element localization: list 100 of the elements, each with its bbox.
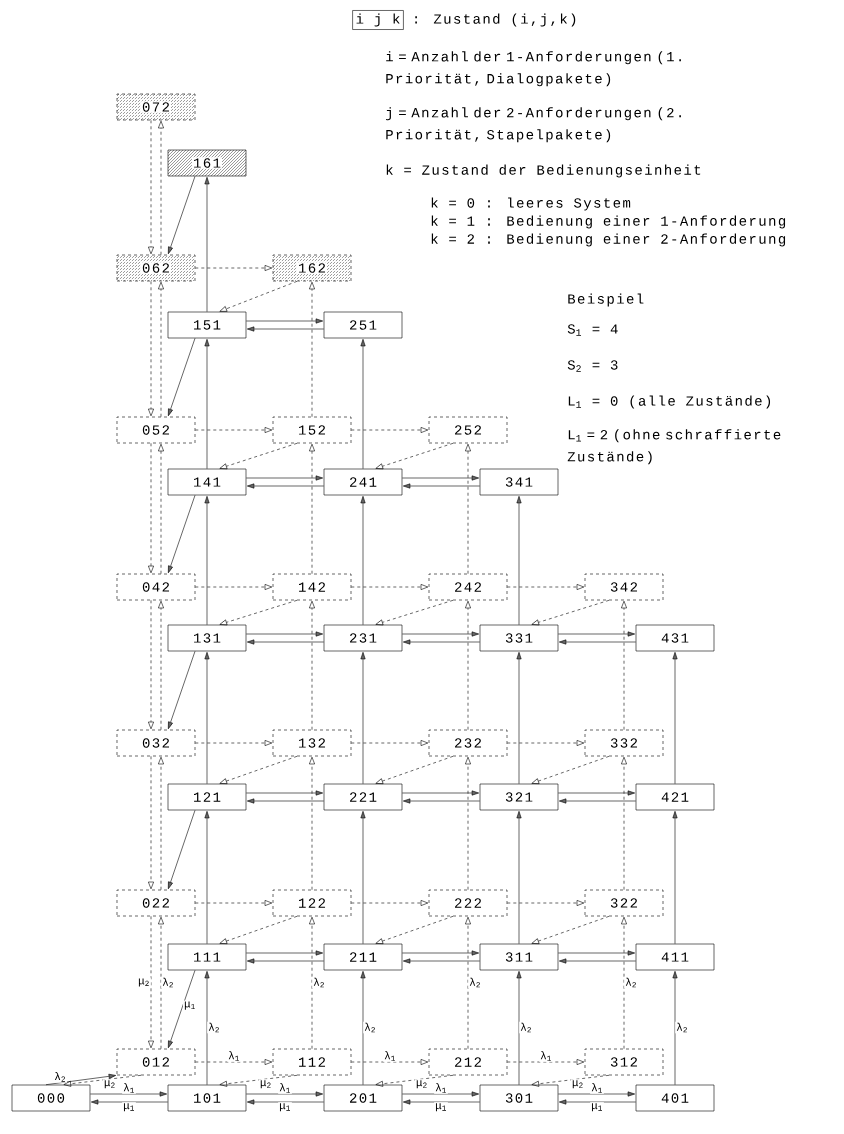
state-box: 421	[635, 783, 715, 811]
dashed-arrow	[158, 600, 164, 730]
definition-text: k = Zustand der Bedienungseinheit	[386, 164, 701, 178]
dashed-arrow	[219, 443, 298, 470]
dashed-arrow	[219, 1075, 298, 1087]
dashed-arrow	[531, 916, 610, 944]
arrow	[246, 318, 323, 324]
arrow	[247, 1099, 324, 1105]
dashed-arrow	[465, 600, 471, 730]
edge-label: λ$_{2}$	[363, 1021, 377, 1034]
dashed-state-box: 122	[272, 889, 352, 917]
dashed-arrow	[465, 443, 471, 574]
arrow	[246, 950, 323, 956]
dashed-state-box: 242	[428, 573, 508, 601]
dashed-arrow	[507, 900, 585, 906]
dashed-arrow	[309, 443, 315, 574]
dashed-arrow	[507, 740, 585, 746]
arrow	[168, 810, 196, 890]
dashed-state-box: 222	[428, 889, 508, 917]
dashed-arrow	[351, 900, 429, 906]
state-box: 311	[479, 943, 559, 971]
dashed-arrow	[375, 916, 454, 944]
arrow	[559, 1099, 636, 1105]
arrow	[558, 631, 635, 637]
arrow	[204, 339, 210, 469]
definition-text: L$_{1}$ = 0 (alle Zustände)	[568, 395, 771, 409]
edge-label: λ$_{2}$	[624, 976, 638, 989]
arrow	[204, 811, 210, 944]
dashed-arrow	[309, 756, 315, 890]
arrow	[246, 1091, 323, 1097]
edge-label: μ$_{1}$	[278, 1102, 292, 1113]
arrow	[168, 495, 196, 574]
arrow	[672, 652, 678, 784]
arrow	[247, 639, 324, 645]
dashed-state-box: 152	[272, 416, 352, 444]
dashed-arrow	[351, 427, 429, 433]
dashed-arrow	[63, 1075, 142, 1087]
dashed-arrow	[219, 600, 298, 626]
edge-label: λ$_{1}$	[383, 1050, 397, 1062]
state-box: 151	[167, 311, 247, 339]
dashed-state-box: 212	[428, 1048, 508, 1076]
state-box: 321	[479, 783, 559, 811]
arrow	[168, 338, 196, 417]
dashed-arrow	[219, 756, 298, 784]
hatched-state-box: 161	[167, 149, 247, 177]
hatched-dashed-state-box: 062	[116, 254, 196, 282]
definition-text: k = 1 : Bedienung einer 1-Anforderung	[431, 215, 786, 229]
state-box: 221	[323, 783, 403, 811]
arrow	[168, 651, 196, 730]
dashed-arrow	[309, 281, 315, 417]
arrow	[204, 177, 210, 312]
edge-label: μ$_{1}$	[590, 1102, 604, 1113]
dashed-arrow	[621, 916, 627, 1049]
arrow	[403, 1099, 480, 1105]
arrow	[204, 496, 210, 625]
arrow	[402, 790, 479, 796]
arrow	[90, 1091, 167, 1097]
arrow	[559, 639, 636, 645]
state-box: 211	[323, 943, 403, 971]
dashed-arrow	[309, 600, 315, 730]
edge-label: λ$_{2}$	[519, 1021, 533, 1034]
arrow	[516, 652, 522, 784]
edge-label: μ$_{2}$	[258, 1079, 273, 1090]
definition-text: Beispiel	[568, 293, 644, 307]
state-box: 431	[635, 624, 715, 652]
edge-label: μ$_{2}$	[570, 1079, 585, 1090]
edge-label: λ$_{1}$	[278, 1082, 292, 1094]
arrow	[204, 652, 210, 784]
state-box: 131	[167, 624, 247, 652]
edge-label: μ$_{2}$	[137, 977, 151, 988]
dashed-arrow	[148, 756, 154, 890]
arrow	[360, 971, 366, 1085]
dashed-arrow	[148, 443, 154, 574]
edge-label: μ$_{1}$	[434, 1102, 448, 1113]
dashed-arrow	[621, 756, 627, 890]
dashed-state-box: 252	[428, 416, 508, 444]
dashed-arrow	[195, 427, 273, 433]
state-box: 301	[479, 1084, 559, 1112]
dashed-arrow	[351, 740, 429, 746]
arrow	[672, 811, 678, 944]
dashed-arrow	[158, 443, 164, 574]
state-box: 331	[479, 624, 559, 652]
dashed-arrow	[148, 120, 154, 255]
dashed-arrow	[148, 916, 154, 1049]
dashed-arrow	[195, 740, 273, 746]
dashed-arrow	[195, 900, 273, 906]
edge-label: μ$_{2}$	[414, 1079, 429, 1090]
arrow	[516, 971, 522, 1085]
dashed-arrow	[219, 281, 298, 312]
dashed-arrow	[507, 1059, 585, 1065]
dashed-arrow	[158, 756, 164, 890]
arrow	[360, 811, 366, 944]
dashed-state-box: 342	[584, 573, 664, 601]
arrow	[45, 1073, 116, 1085]
dashed-arrow	[375, 1075, 454, 1087]
edge-label: λ$_{1}$	[590, 1082, 604, 1094]
arrow	[204, 971, 210, 1085]
dashed-state-box: 322	[584, 889, 664, 917]
dashed-arrow	[465, 916, 471, 1049]
edge-label: λ$_{1}$	[434, 1082, 448, 1094]
